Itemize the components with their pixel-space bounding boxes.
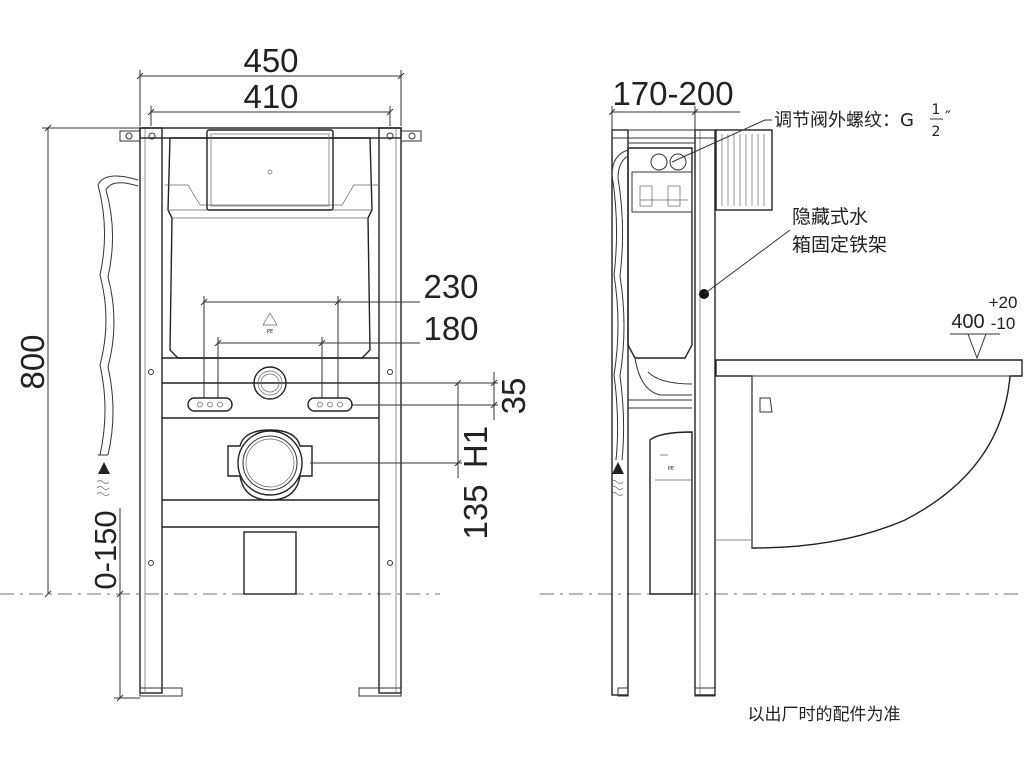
valve-thread-suffix: ″ <box>945 107 951 126</box>
dim-180: 180 <box>423 310 478 347</box>
side-front-post <box>611 129 629 696</box>
front-view: PE <box>96 127 422 697</box>
footnote: 以出厂时的配件为准 <box>748 705 901 725</box>
side-inlet-arrow-icon <box>612 462 624 474</box>
dim-35: 35 <box>495 378 532 415</box>
water-hose <box>97 175 139 456</box>
dim-170-200: 170-200 <box>612 75 733 112</box>
valve-housing <box>715 129 773 211</box>
valve-thread-denominator: 2 <box>932 124 941 140</box>
recycle-symbol-icon: PE <box>262 312 278 335</box>
left-frame-post <box>139 127 163 694</box>
dim-800: 800 <box>14 334 51 389</box>
side-dimensions <box>608 106 791 295</box>
inlet-arrow-icon <box>98 462 110 474</box>
right-frame-post <box>378 127 402 694</box>
right-bolt-slot <box>307 397 353 412</box>
left-bolt-slot <box>187 397 233 412</box>
svg-text:PE: PE <box>267 329 273 335</box>
side-view: PE <box>610 129 1023 697</box>
dim-400: 400 <box>951 311 984 333</box>
dim-135: 135 <box>457 484 494 539</box>
flush-plate-opening <box>206 129 334 211</box>
cistern-side <box>627 147 693 359</box>
dim-230: 230 <box>423 268 478 305</box>
frame-label-line1: 隐藏式水 <box>792 206 868 228</box>
waste-outlet <box>227 429 313 501</box>
dim-400-tolerance-plus: +20 <box>989 293 1018 312</box>
frame-label-line2: 箱固定铁架 <box>792 234 887 256</box>
front-dimensions <box>42 70 498 702</box>
side-rear-post <box>694 129 716 696</box>
toilet-bowl <box>715 359 1023 549</box>
valve-thread-label: 调节阀外螺纹：G <box>774 110 914 131</box>
side-outlet-bend <box>649 431 693 595</box>
dim-410: 410 <box>243 78 298 115</box>
dim-400-tolerance-minus: -10 <box>991 314 1016 333</box>
dim-450: 450 <box>243 42 298 79</box>
svg-text:PE: PE <box>668 466 674 472</box>
dim-0-150: 0-150 <box>88 510 123 589</box>
height-marker-triangle <box>967 333 987 360</box>
dim-h1: H1 <box>457 426 494 468</box>
outlet-pipe <box>243 531 297 595</box>
valve-thread-numerator: 1 <box>932 102 941 118</box>
